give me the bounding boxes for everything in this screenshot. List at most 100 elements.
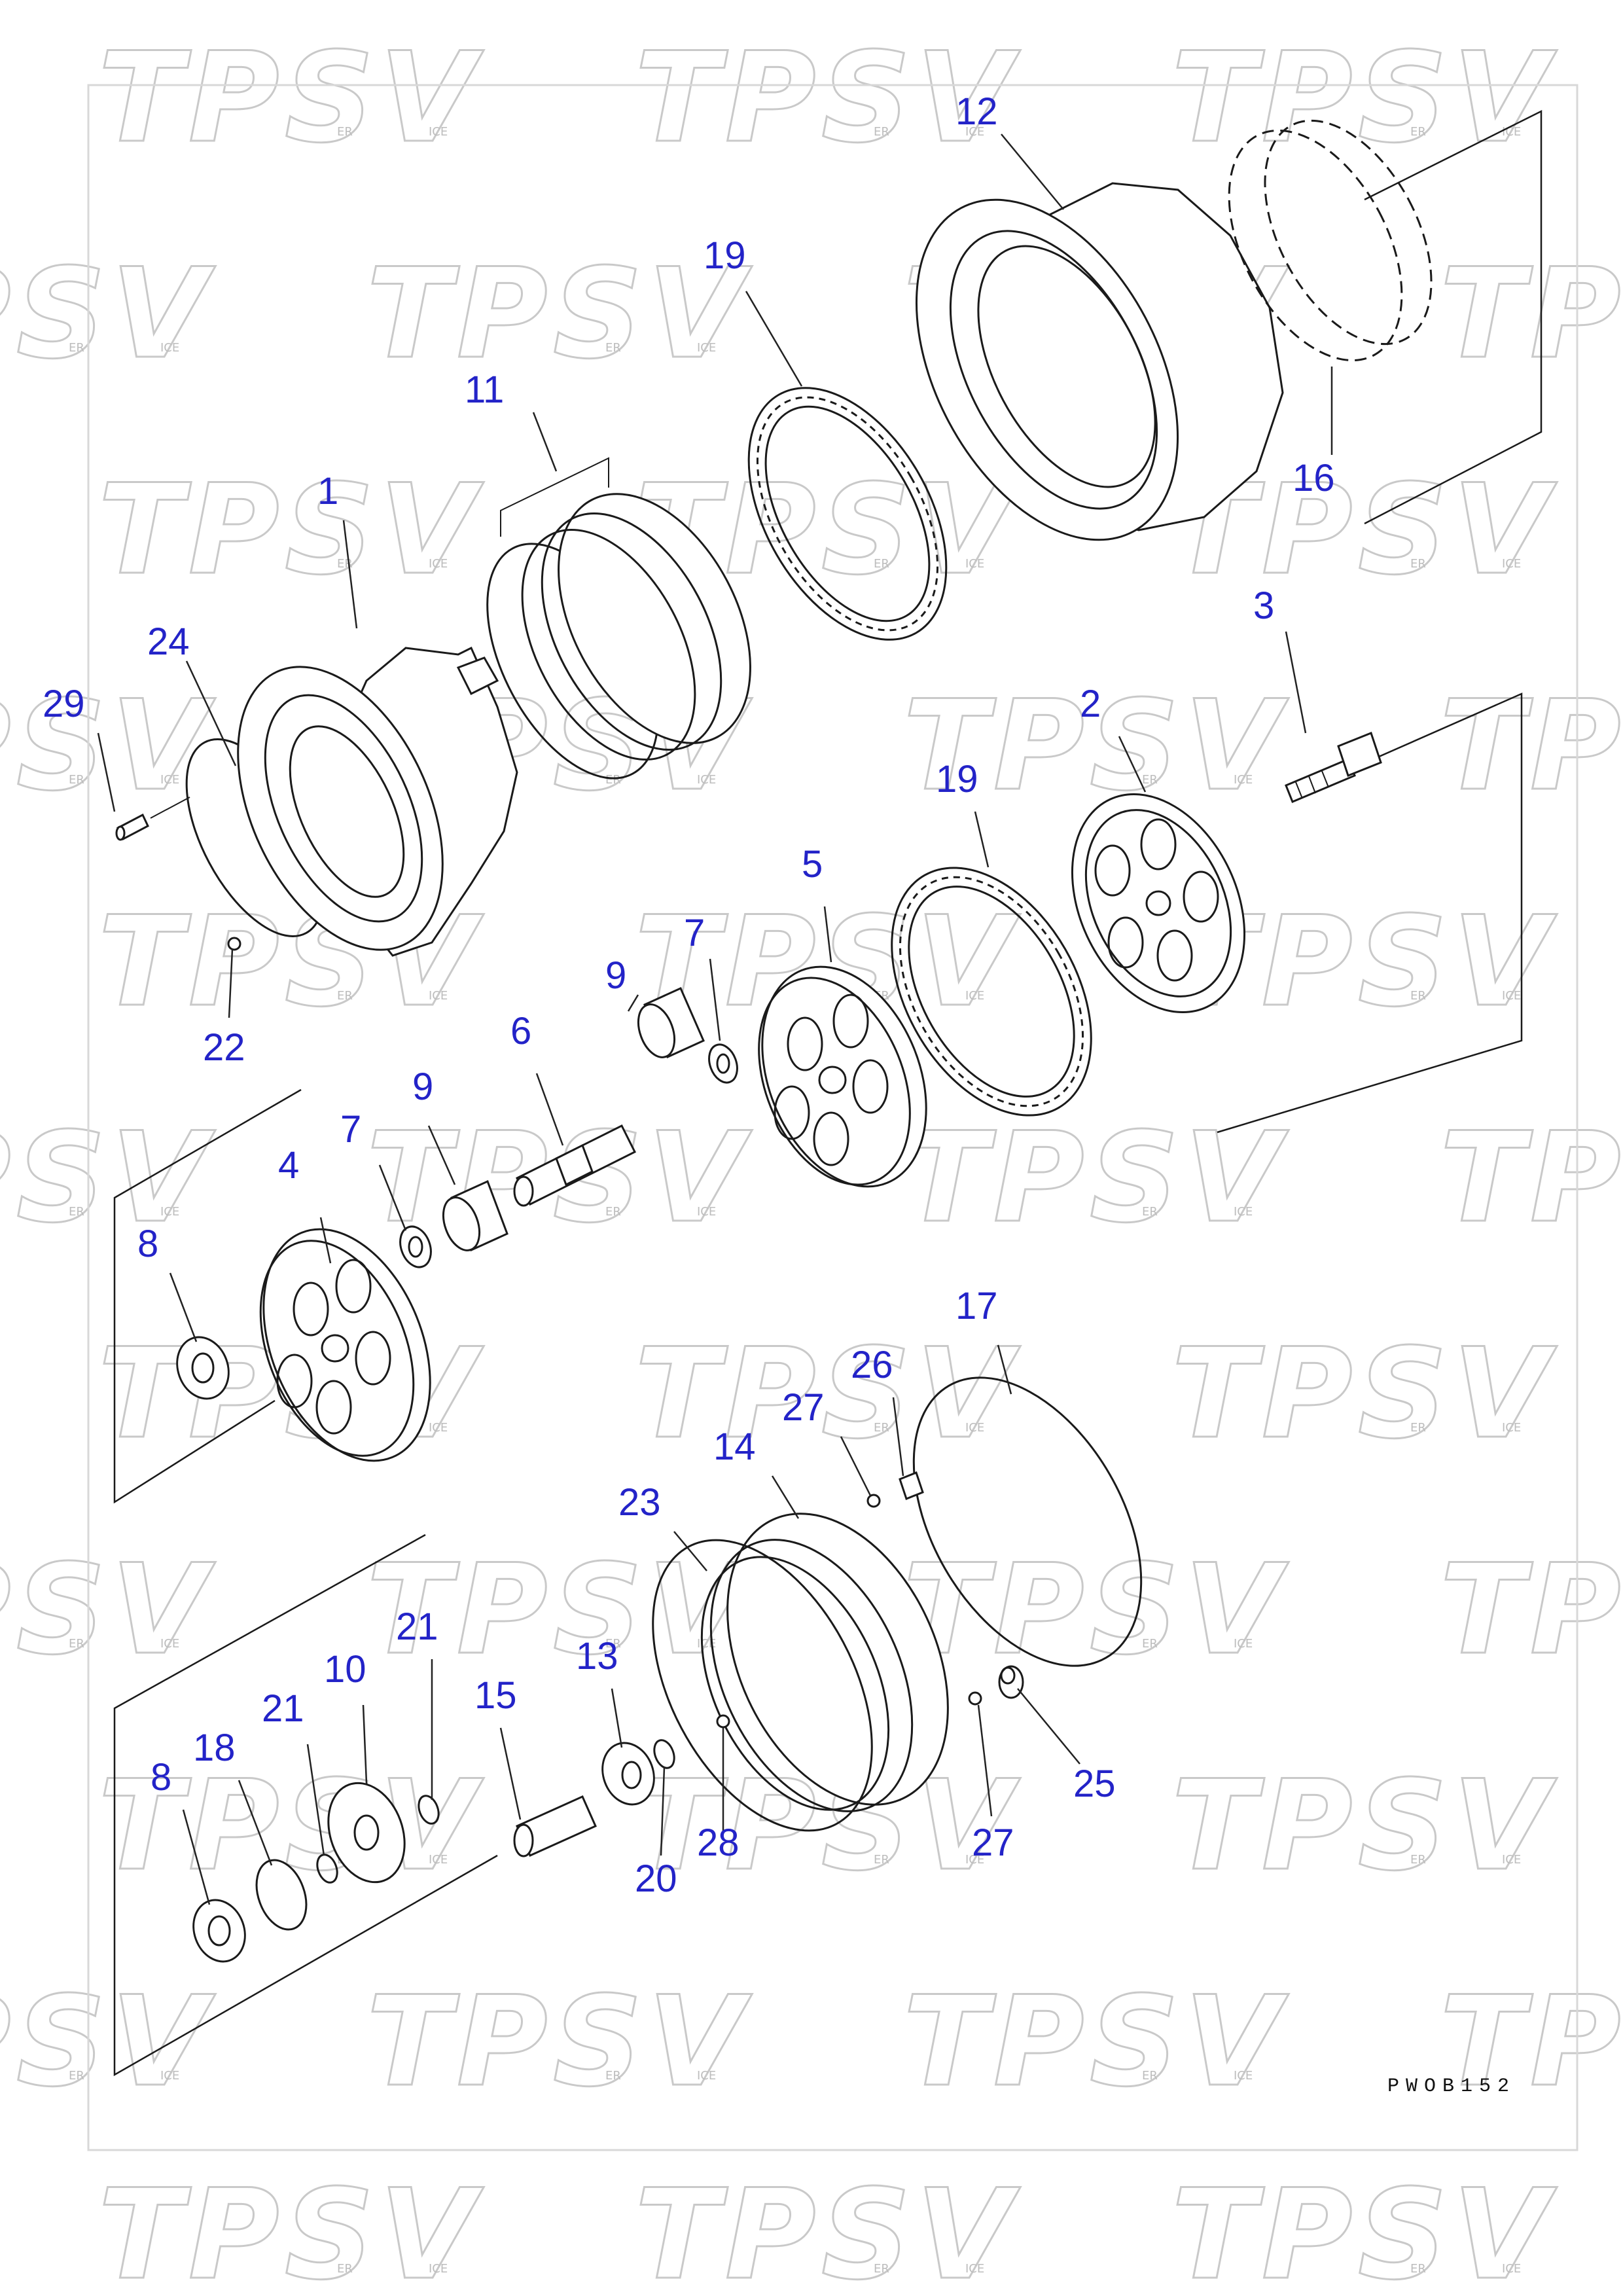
part-15-shaft: [513, 1795, 597, 1857]
label-29: 29: [43, 683, 85, 725]
label-13: 13: [576, 1635, 618, 1677]
label-7-lower: 7: [340, 1108, 361, 1151]
watermark-text: TPSV: [1171, 2162, 1558, 2296]
watermark-small-left: ER: [1410, 2262, 1426, 2276]
watermark-text: TPSV: [635, 2162, 1021, 2296]
label-21-lower: 21: [262, 1687, 304, 1730]
watermark-small-right: ICE: [697, 1205, 716, 1219]
part-21-snap-ring-upper: [418, 1795, 440, 1825]
part-6-planet-shaft: [513, 1124, 637, 1207]
watermark-text: TPSV: [0, 1537, 216, 1682]
watermark-small-left: ER: [69, 773, 84, 787]
watermark-small-right: ICE: [160, 341, 179, 355]
watermark-text: TPSV: [903, 673, 1289, 818]
label-12: 12: [955, 90, 998, 133]
watermark-small-right: ICE: [1502, 125, 1521, 139]
part-11-floating-seal: [486, 457, 751, 780]
label-24: 24: [147, 620, 190, 663]
watermark-text: TPSV: [1440, 1969, 1623, 2114]
watermark-small-right: ICE: [1234, 1205, 1253, 1219]
label-14: 14: [713, 1426, 756, 1468]
watermark-text: TPSV: [1440, 1105, 1623, 1250]
watermark-small-right: ICE: [429, 557, 448, 571]
watermark-small-left: ER: [337, 125, 353, 139]
watermark-small-right: ICE: [429, 2262, 448, 2276]
part-19-bearing-upper: [747, 387, 948, 641]
label-8-upper: 8: [137, 1223, 158, 1265]
part-9-needle-bearing-upper: [637, 987, 705, 1058]
watermark-small-right: ICE: [965, 557, 984, 571]
label-8-lower: 8: [151, 1756, 171, 1799]
watermark-text: TPSV: [1440, 673, 1623, 818]
watermark-text: TPSV: [0, 1105, 216, 1250]
watermark-small-right: ICE: [1234, 1637, 1253, 1651]
watermark-small-left: ER: [1410, 1853, 1426, 1867]
watermark-text: TPSV: [903, 1537, 1289, 1682]
watermark-small-left: ER: [69, 1637, 84, 1651]
part-5-carrier-disc: [758, 965, 927, 1188]
watermark-small-left: ER: [1142, 773, 1158, 787]
label-9-lower: 9: [412, 1066, 433, 1108]
label-21-upper: 21: [396, 1605, 438, 1648]
label-5: 5: [802, 843, 823, 886]
watermark-small-right: ICE: [160, 773, 179, 787]
part-10-gear: [327, 1782, 406, 1884]
watermark-text: TPSV: [1171, 26, 1558, 170]
watermark-small-left: ER: [69, 341, 84, 355]
watermark-small-right: ICE: [697, 773, 716, 787]
watermark-small-right: ICE: [697, 341, 716, 355]
watermark-small-left: ER: [874, 1853, 889, 1867]
watermark-small-left: ER: [605, 2069, 621, 2083]
watermark-small-right: ICE: [429, 125, 448, 139]
watermark-text: TPSV: [98, 457, 484, 602]
label-20: 20: [635, 1857, 677, 1900]
watermark-small-right: ICE: [965, 125, 984, 139]
watermark-small-right: ICE: [1502, 557, 1521, 571]
label-7-upper: 7: [684, 912, 705, 954]
part-16-pin-ring: [1228, 119, 1433, 362]
watermark-small-left: ER: [874, 2262, 889, 2276]
label-18: 18: [193, 1727, 236, 1769]
part-29-dowel-pin: [115, 797, 190, 841]
label-25: 25: [1073, 1763, 1116, 1805]
watermark-small-left: ER: [337, 989, 353, 1003]
watermark-small-right: ICE: [429, 989, 448, 1003]
watermark-small-right: ICE: [1502, 2262, 1521, 2276]
watermark-text: TPSV: [0, 1969, 216, 2114]
part-26-plug: [899, 1471, 924, 1500]
part-22-pin: [227, 937, 241, 951]
watermark-small-left: ER: [69, 1205, 84, 1219]
watermark-text: TPSV: [1440, 1537, 1623, 1682]
watermark-small-right: ICE: [429, 1853, 448, 1867]
watermark-text: TPSV: [1440, 242, 1623, 386]
label-27-upper: 27: [782, 1386, 825, 1429]
watermark-small-left: ER: [605, 341, 621, 355]
watermark-small-left: ER: [337, 2262, 353, 2276]
watermark-text: TPSV: [903, 1969, 1289, 2114]
part-17-o-ring: [912, 1376, 1143, 1667]
label-3: 3: [1253, 584, 1274, 627]
watermark-text: TPSV: [635, 1321, 1021, 1466]
watermark-small-right: ICE: [1502, 1421, 1521, 1435]
label-4: 4: [278, 1144, 299, 1187]
part-8-nut-lower: [192, 1899, 246, 1963]
watermark-small-left: ER: [1142, 1205, 1158, 1219]
watermark-small-right: ICE: [965, 2262, 984, 2276]
label-19-lower: 19: [936, 758, 978, 800]
watermark-small-right: ICE: [1234, 2069, 1253, 2083]
watermark-small-right: ICE: [1234, 773, 1253, 787]
watermark-text: TPSV: [1171, 1753, 1558, 1898]
watermark-small-right: ICE: [965, 1853, 984, 1867]
watermark-text: TPSV: [903, 1105, 1289, 1250]
part-25-plug: [998, 1665, 1024, 1699]
watermark-small-left: ER: [1142, 2069, 1158, 2083]
watermark-small-left: ER: [337, 557, 353, 571]
part-2-planet-carrier: [1071, 793, 1246, 1014]
part-8-nut-upper: [176, 1336, 230, 1400]
watermark-small-left: ER: [1410, 557, 1426, 571]
part-number-labels: 12 19 11 1 24 29 22 16 3 2 19 5 7 9 6 9 …: [43, 90, 1335, 1900]
part-21-snap-ring-lower: [316, 1854, 338, 1884]
label-19-upper: 19: [704, 234, 746, 277]
part-1-hub-housing: [237, 646, 518, 957]
